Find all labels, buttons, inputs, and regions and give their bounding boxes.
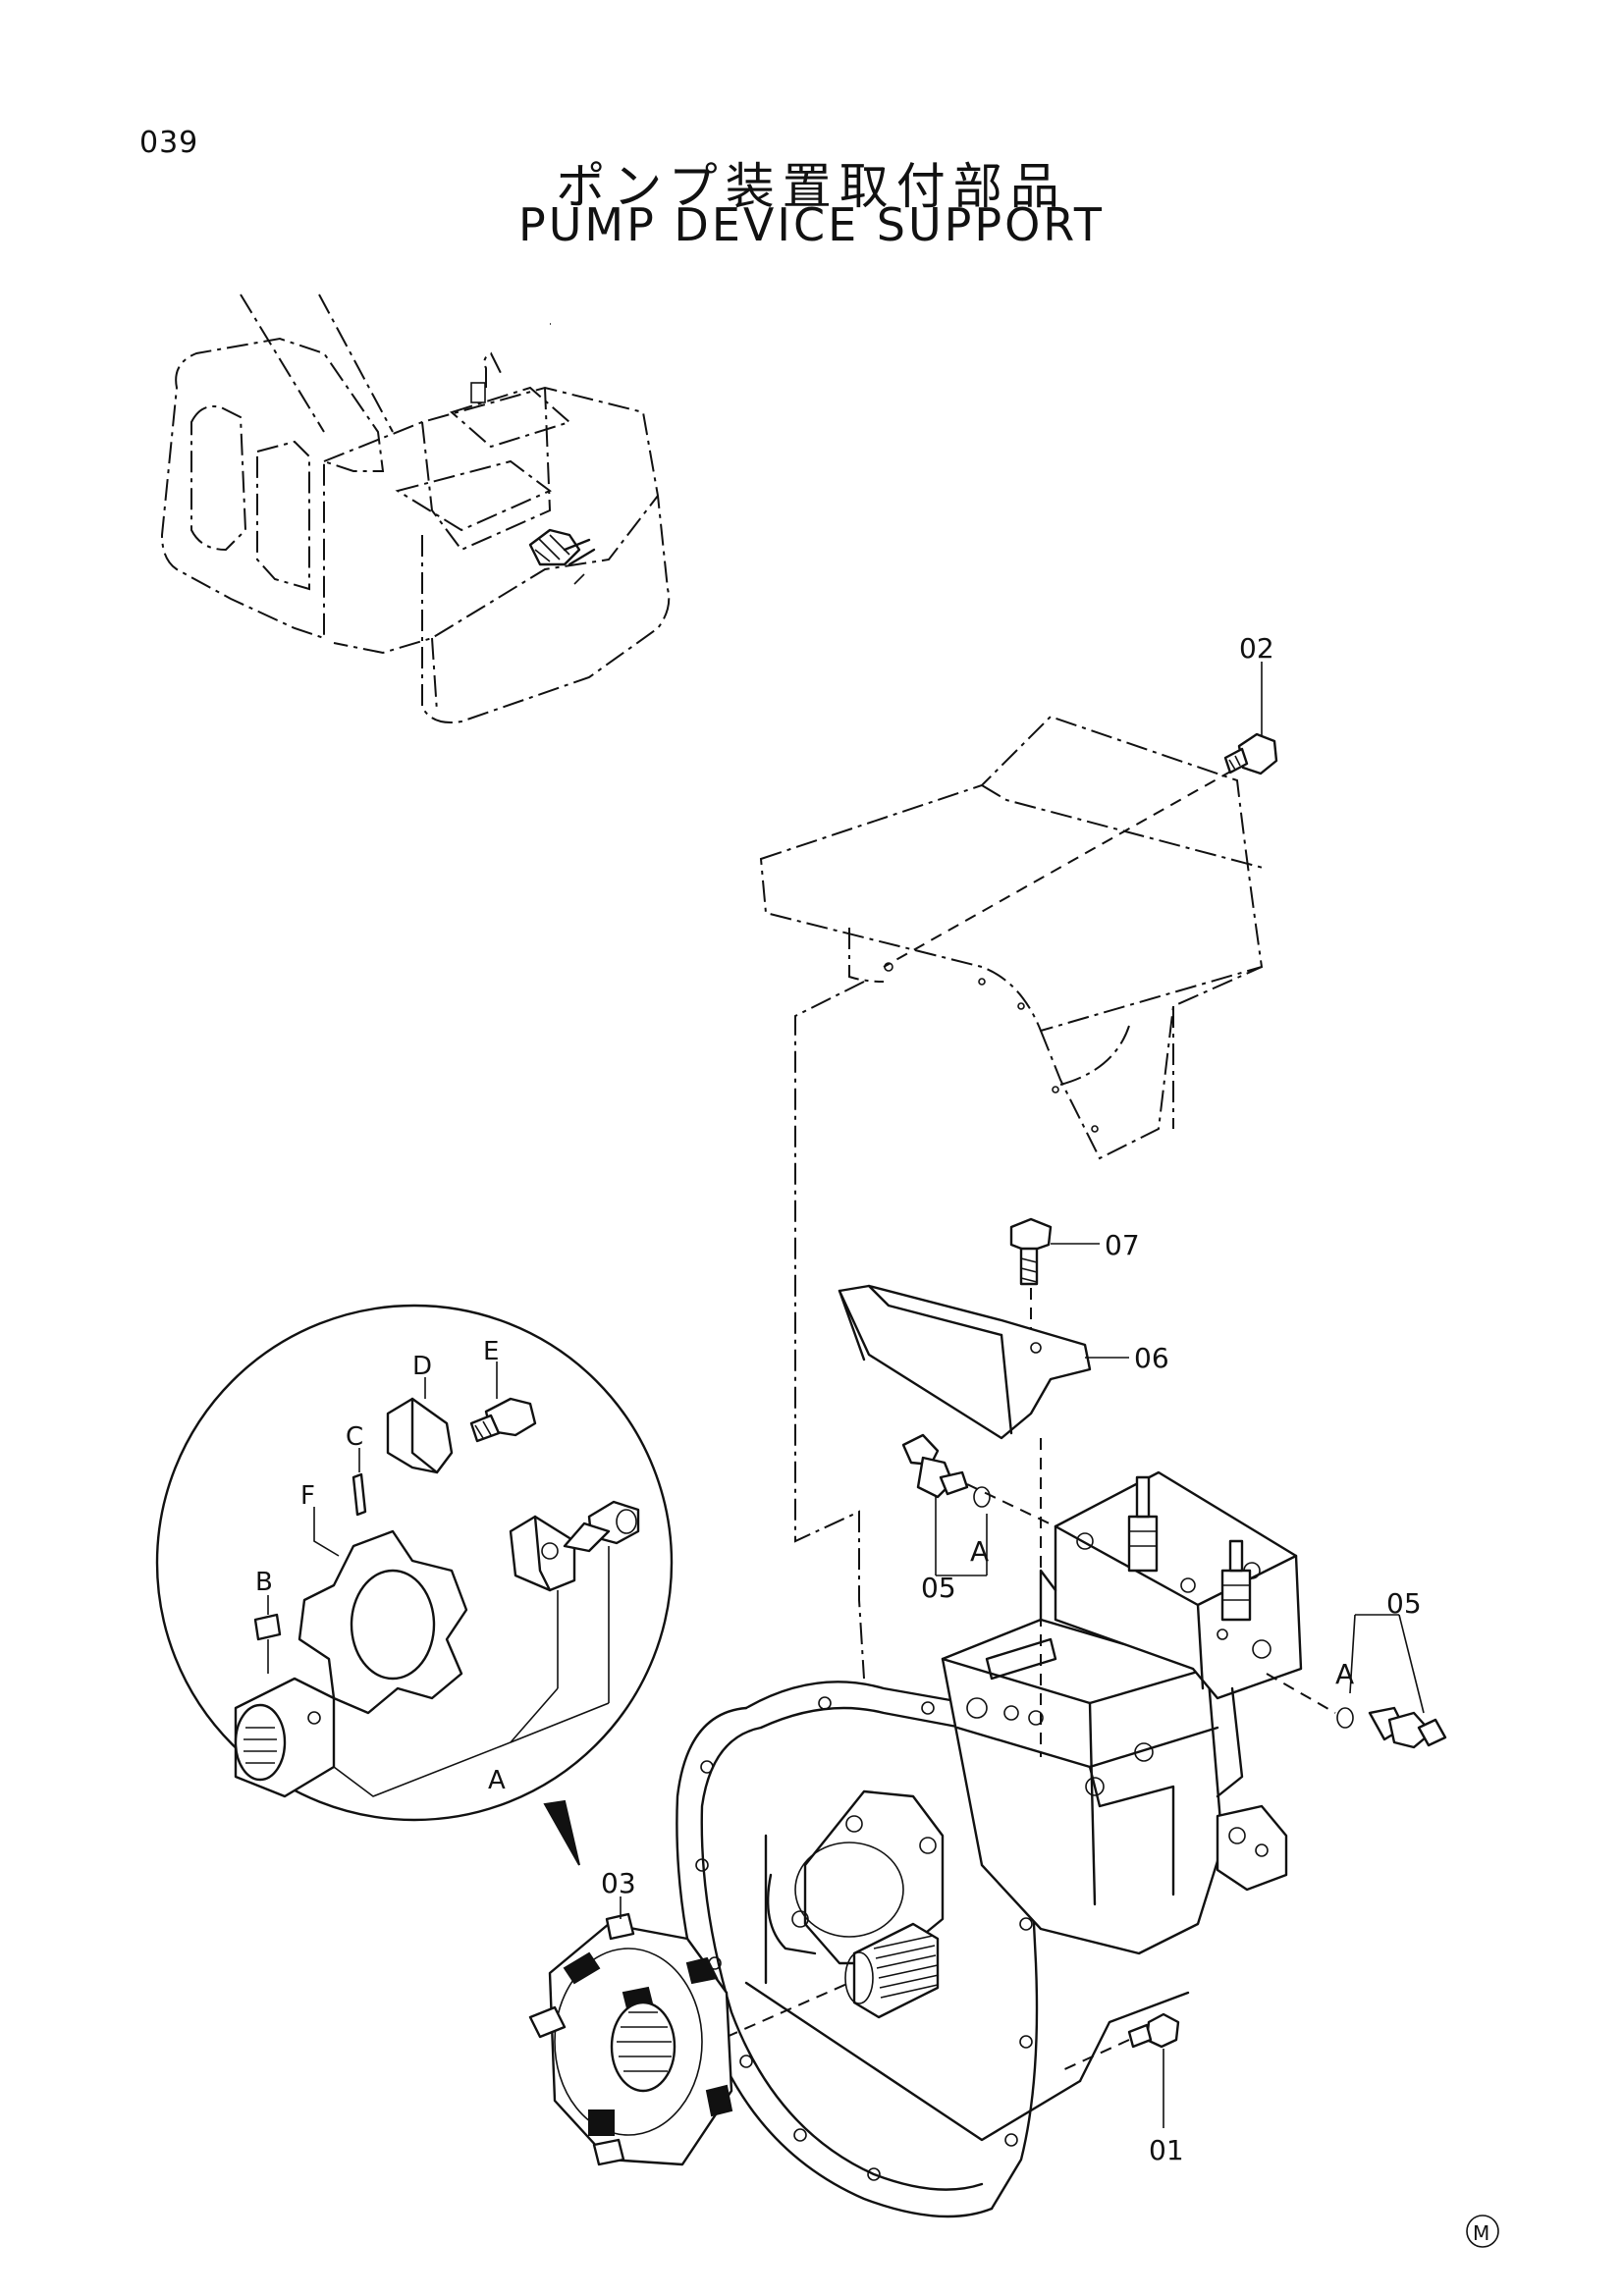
page-title-english: PUMP DEVICE SUPPORT [517,198,1106,251]
detail-label-C: C [346,1422,363,1452]
bolt-01-icon [1059,2012,1180,2128]
detail-label-B: B [255,1568,273,1597]
callout-06: 06 [1134,1342,1169,1374]
callout-03: 03 [601,1867,636,1899]
excavator-overview [160,294,671,723]
bolt-07-icon [1009,1217,1100,1345]
ref-A-left: A [970,1535,989,1568]
detail-label-E: E [483,1337,499,1366]
main-pump-assembly [676,1438,1303,2218]
callout-07: 07 [1105,1229,1140,1261]
leader-bracket-to-pump [794,981,865,1680]
detail-label-A: A [488,1766,506,1795]
pump-bracket [759,715,1268,1160]
sensor-05-right-icon [1266,1614,1447,1749]
page-number: 039 [139,126,199,160]
page-title-japanese: ポンプ装置取付部品 [556,158,1067,215]
ref-A-right: A [1335,1658,1354,1690]
detail-view-coupling [155,1304,674,1866]
bolt-02-icon [1223,662,1278,775]
detail-label-F: F [300,1481,315,1511]
model-mark-letter: M [1473,2221,1489,2245]
callout-02: 02 [1239,632,1274,665]
plate-06-icon [838,1284,1129,1440]
callout-05-right: 05 [1386,1587,1422,1620]
callout-05-left: 05 [921,1572,956,1604]
coupling-03-icon [528,1896,733,2166]
detail-label-D: D [412,1352,432,1381]
callout-01: 01 [1149,2134,1184,2166]
model-mark [1466,2215,1499,2248]
